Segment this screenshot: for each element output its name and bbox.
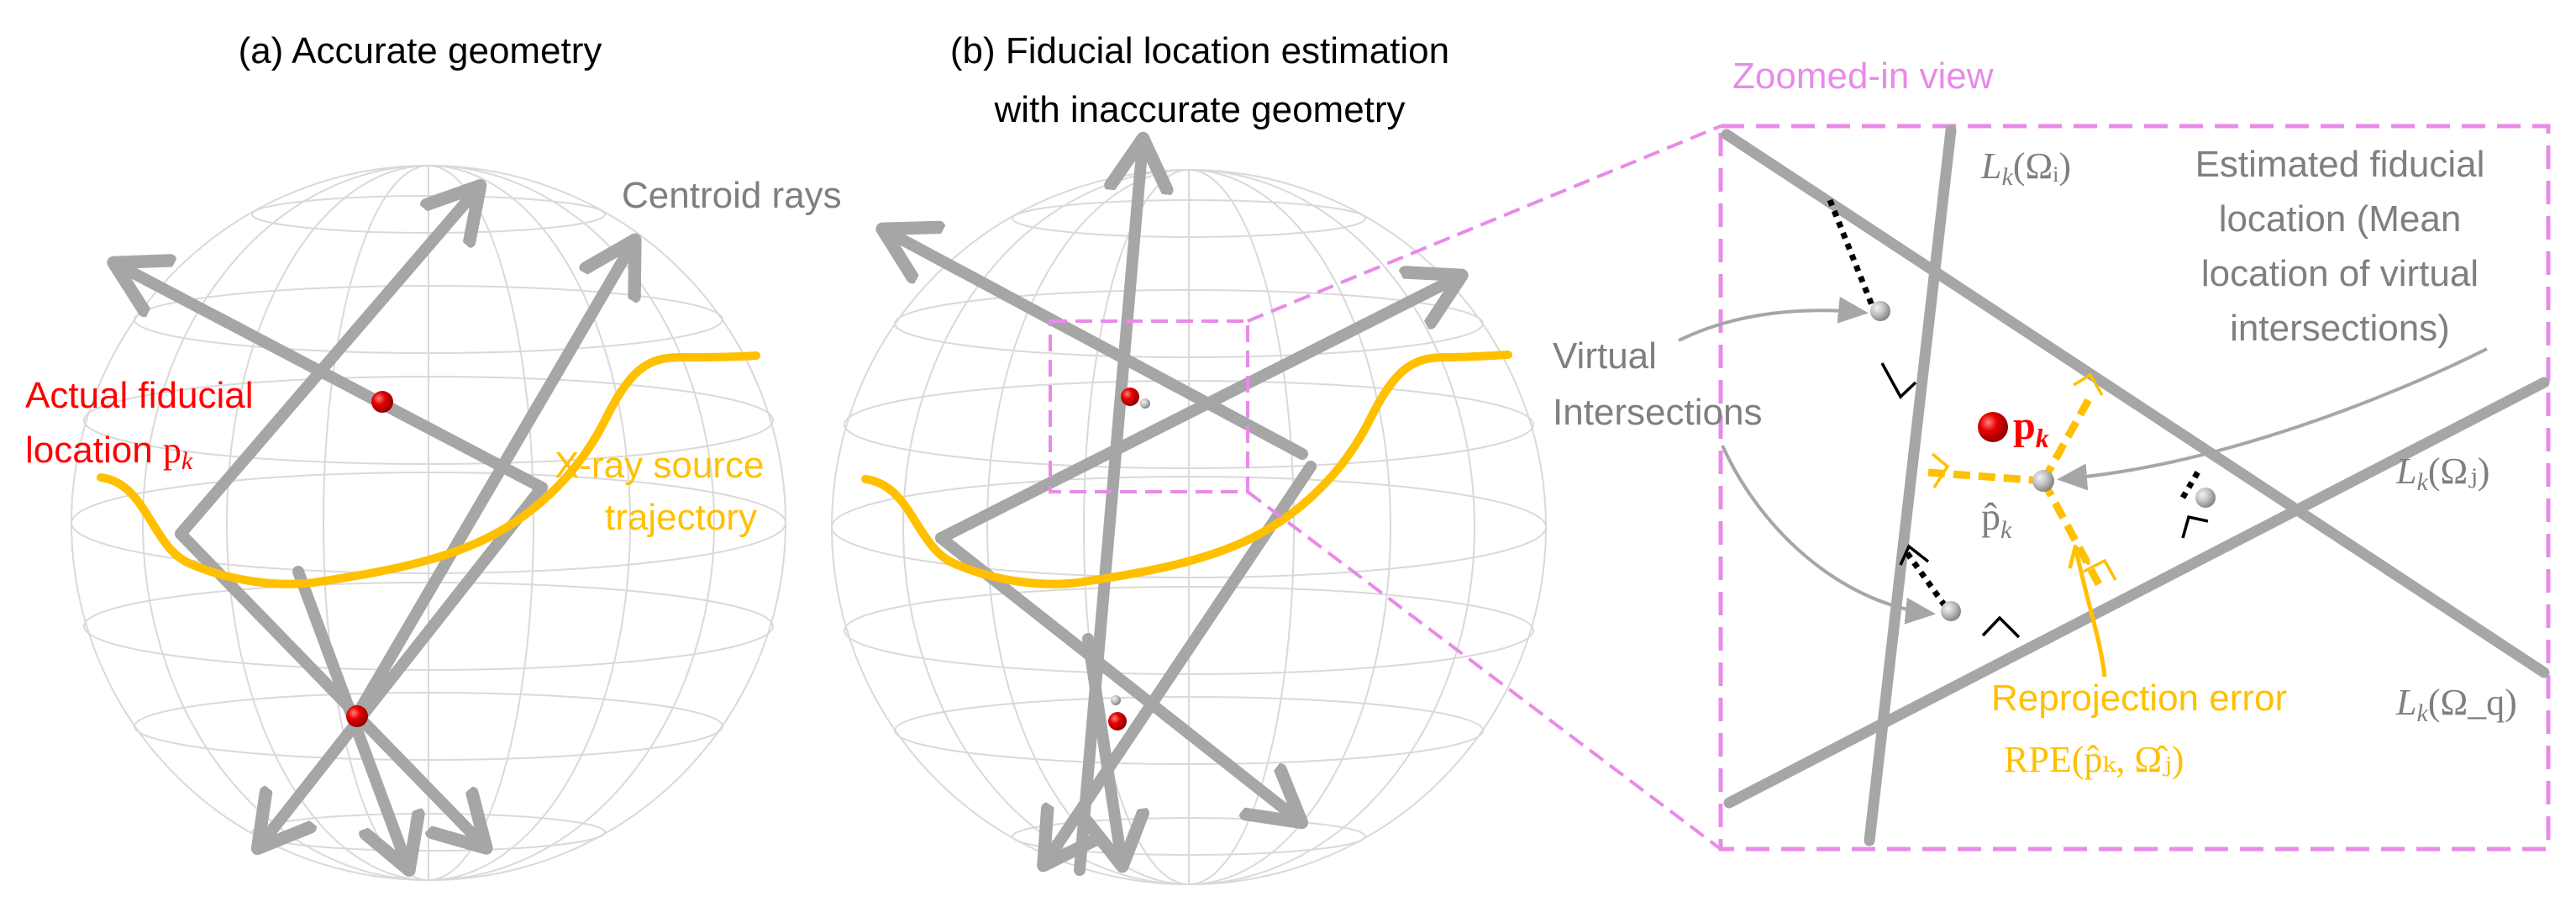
phat-k-label: p̂k [1981, 495, 2012, 544]
estimated-point [1111, 695, 1121, 705]
reprojection-error-lines [1927, 391, 2102, 587]
ray [1088, 633, 1122, 862]
virtual-arrow-bottom [1721, 445, 1936, 625]
centroid-rays-label: Centroid rays [622, 175, 842, 216]
fiducial-point [1108, 712, 1127, 731]
panel-b-title-line1: (b) Fiducial location estimation [950, 30, 1449, 71]
zoomed-in-view: Zoomed-in view [1553, 55, 2551, 852]
ray [935, 277, 1458, 544]
estimated-fiducial-label-line3: location of virtual [2201, 253, 2479, 294]
L-omega-i-label: Lk(Ωᵢ) [1980, 145, 2071, 191]
reprojection-error-label-line1: Reprojection error [1991, 678, 2287, 719]
zoom-title: Zoomed-in view [1732, 55, 1994, 97]
right-angle-markers [1880, 362, 2209, 639]
centroid-rays-a [118, 189, 633, 866]
actual-fiducial-label-line1: Actual fiducial [25, 375, 253, 416]
ray-L-omega-q [1723, 377, 2550, 809]
fiducial-point [346, 705, 368, 727]
zoom-frame [1718, 124, 2551, 852]
virtual-intersection-point [1941, 601, 1961, 621]
fiducial-point [371, 391, 393, 413]
estimated-fiducial-label-line2: location (Mean [2219, 198, 2462, 240]
ray-L-omega-j [1721, 129, 2550, 678]
pk-label: pk [2013, 404, 2049, 453]
xray-trajectory-label-line1: X-ray source [555, 445, 764, 486]
panel-a: (a) Accurate geometry [25, 30, 842, 881]
actual-fiducial-label-line2: location pk [25, 430, 193, 475]
estimated-point [1140, 398, 1150, 409]
ray [1074, 143, 1143, 876]
centroid-rays-b [886, 143, 1458, 876]
ray [351, 244, 633, 720]
sphere-wireframe-b [831, 169, 1547, 885]
ray [886, 231, 1308, 460]
virtual-intersections-label-line2: Intersections [1553, 392, 1762, 433]
virtual-intersection-point [2195, 488, 2216, 508]
virtual-intersection-point [1870, 301, 1890, 321]
L-omega-j-label: Lk(Ωⱼ) [2395, 451, 2489, 496]
reprojection-error-label-line2: RPE(p̂ₖ, Ω̂ⱼ) [2004, 739, 2184, 780]
virtual-intersection-segments [1827, 198, 2203, 612]
xray-trajectory-a [97, 351, 760, 588]
ray [260, 482, 548, 845]
xray-trajectory-b [861, 351, 1512, 588]
panel-b-title-line2: with inaccurate geometry [993, 89, 1405, 130]
virtual-intersections-label-line1: Virtual [1553, 335, 1657, 377]
reprojection-right-angles [1931, 372, 2117, 581]
actual-fiducial-point-zoom [1978, 412, 2008, 442]
estimated-arrow [2057, 347, 2488, 491]
virtual-arrow-top [1678, 296, 1869, 342]
estimated-fiducial-point [2032, 470, 2054, 492]
ray [935, 532, 1298, 820]
xray-trajectory-label-line2: trajectory [605, 497, 757, 538]
fiducial-point [1121, 388, 1139, 406]
zoom-rays [1721, 124, 2550, 847]
ray [118, 265, 548, 493]
estimated-fiducial-label-line4: intersections) [2230, 308, 2450, 349]
L-omega-q-label: Lk(Ω_q) [2395, 682, 2517, 727]
panel-b: (b) Fiducial location estimation with in… [831, 30, 1722, 885]
ray [175, 189, 477, 540]
zoom-connector-top [1247, 124, 1722, 323]
ray [175, 528, 483, 845]
panel-a-title: (a) Accurate geometry [239, 30, 602, 71]
reprojection-arrow [2068, 544, 2107, 678]
estimated-fiducial-label-line1: Estimated fiducial [2195, 144, 2485, 185]
zoom-region-box [1049, 319, 1249, 493]
zoom-connector-bottom [1246, 490, 1722, 851]
